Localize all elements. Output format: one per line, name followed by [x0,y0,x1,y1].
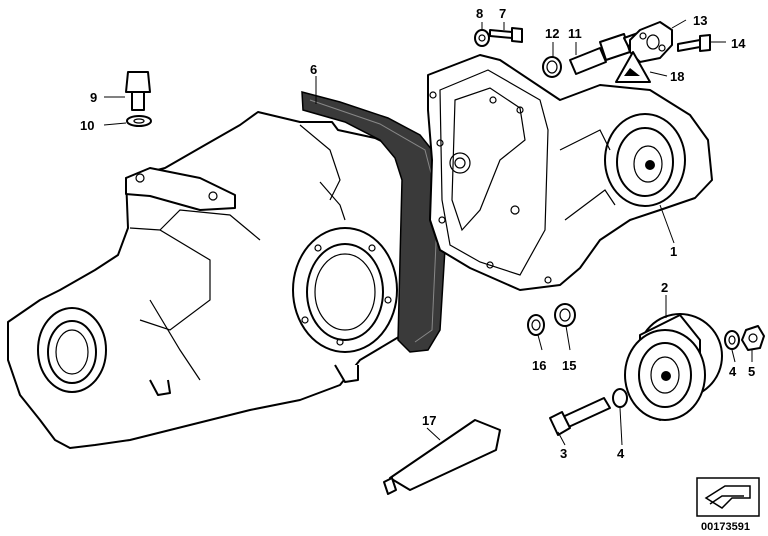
washer-4-lower [612,388,628,408]
sealant-tube-17 [383,419,501,495]
catalog-number: 00173591 [701,521,750,533]
callout-5: 5 [748,364,755,379]
callout-4-upper: 4 [729,364,737,379]
callout-4-lower: 4 [617,446,625,461]
callout-15: 15 [562,358,576,373]
callout-6: 6 [310,62,317,77]
callout-7: 7 [499,6,506,21]
rear-cover [427,54,713,291]
callout-10: 10 [80,118,94,133]
callout-labels: 1 2 3 4 4 5 6 7 8 9 10 11 12 13 14 15 16… [80,6,755,461]
leader-lines [103,19,753,446]
bolt-7 [489,27,523,43]
bolt-3 [549,397,611,436]
callout-12: 12 [545,26,559,41]
callout-1: 1 [670,244,677,259]
warning-label-18 [615,51,651,83]
sealing-ring-16 [527,314,545,336]
rubber-mount [624,313,723,421]
callout-9: 9 [90,90,97,105]
callout-18: 18 [670,69,684,84]
callout-16: 16 [532,358,546,373]
callout-8: 8 [476,6,483,21]
callout-3: 3 [560,446,567,461]
plate-13 [629,21,673,63]
callout-14: 14 [731,36,746,51]
washer-8 [474,29,490,47]
callout-11: 11 [568,26,582,41]
arrow-icon [704,485,751,509]
bolt-9 [125,71,151,111]
nut-5 [741,325,765,351]
callout-17: 17 [422,413,436,428]
drain-plug-15 [554,303,576,327]
sealing-ring-12 [542,56,562,78]
washer-10 [126,115,152,127]
catalog-badge: 00173591 [696,477,760,533]
washer-4-upper [724,330,740,350]
callout-2: 2 [661,280,668,295]
bolt-14 [677,34,711,52]
differential-housing [7,111,411,449]
callout-13: 13 [693,13,707,28]
